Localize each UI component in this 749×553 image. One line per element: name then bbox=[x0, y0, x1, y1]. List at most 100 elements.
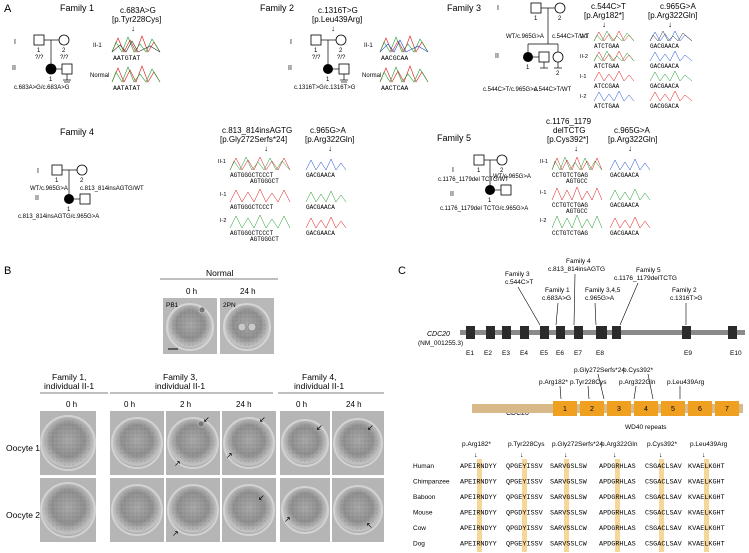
down-arrow-icon: ↓ bbox=[702, 452, 706, 459]
pedigree-female bbox=[58, 34, 70, 46]
micrograph-tile: ↙ bbox=[222, 478, 276, 542]
svg-text:II-2: II-2 bbox=[580, 54, 588, 60]
generation-i-label: I bbox=[14, 39, 16, 46]
aligned-sequence: QPGEYISSV bbox=[506, 463, 544, 471]
svg-text:Family 5: Family 5 bbox=[636, 267, 661, 274]
svg-text:c.965G>A: c.965G>A bbox=[585, 295, 615, 302]
svg-text:2: 2 bbox=[62, 48, 66, 54]
svg-text:c.813_814insAGTG/WT: c.813_814insAGTG/WT bbox=[80, 186, 144, 192]
alignment-column-header: p.Arg182* bbox=[462, 441, 491, 448]
family-4-block: Family 4 c.813_814insAGTG [p.Gly272Serfs… bbox=[18, 126, 354, 243]
exon-e7 bbox=[574, 326, 583, 339]
exon-label: E9 bbox=[684, 350, 692, 357]
micrograph-tile: ↙ ↗ bbox=[166, 411, 220, 475]
svg-text:c.965G>A: c.965G>A bbox=[310, 126, 346, 135]
svg-text:GACGAACA: GACGAACA bbox=[306, 204, 335, 211]
svg-text:c.683A>G: c.683A>G bbox=[542, 295, 571, 302]
exon-label: E1 bbox=[466, 350, 474, 357]
svg-text:WD40 repeats: WD40 repeats bbox=[625, 424, 667, 431]
exon-e8 bbox=[596, 326, 607, 339]
aligned-sequence: SARVGSLSW bbox=[550, 479, 588, 487]
pedigree-female bbox=[552, 51, 564, 63]
exon-label: E10 bbox=[730, 350, 742, 357]
svg-text:2: 2 bbox=[339, 48, 343, 54]
arrow-icon: ↖ bbox=[366, 521, 373, 530]
chromatogram bbox=[111, 35, 161, 83]
svg-text:AATGTAT: AATGTAT bbox=[113, 55, 140, 62]
family-4-title: Family 4 bbox=[60, 127, 94, 137]
aligned-sequence: KVAELKGHT bbox=[688, 510, 725, 518]
wd40-repeat-number: 2 bbox=[590, 406, 594, 413]
exon-label: E3 bbox=[502, 350, 510, 357]
svg-text:c.544C>T/WT: c.544C>T/WT bbox=[534, 87, 572, 93]
aligned-sequence: QPGDYISSV bbox=[506, 510, 544, 518]
svg-text:individual II-1: individual II-1 bbox=[155, 381, 205, 391]
exon-e6 bbox=[556, 326, 565, 339]
aligned-sequence: KVAELKGHT bbox=[688, 525, 725, 533]
svg-text:I-2: I-2 bbox=[540, 218, 546, 224]
exon-e4 bbox=[520, 326, 529, 339]
wd40-repeat-number: 5 bbox=[671, 406, 675, 413]
svg-text:II-1: II-1 bbox=[364, 43, 373, 49]
aligned-sequence: SARVGSLSW bbox=[550, 494, 588, 502]
svg-text:Family 2: Family 2 bbox=[672, 287, 697, 294]
pedigree-male bbox=[338, 63, 350, 75]
svg-text:?/?: ?/? bbox=[35, 55, 44, 61]
svg-text:AGTGGGCTCCCT: AGTGGGCTCCCT bbox=[230, 204, 274, 211]
family-3-traces: II-1 ATCTGAA GACGAACA II-2 ATCTGAA GACGA… bbox=[580, 30, 693, 110]
aligned-sequence: KVAELKGHT bbox=[688, 463, 725, 471]
arrow-icon: ↗ bbox=[172, 529, 179, 538]
pedigree-male bbox=[538, 51, 550, 63]
micrograph-tile bbox=[40, 411, 96, 475]
row-label-oocyte-2: Oocyte 2 bbox=[6, 510, 40, 520]
down-arrow-icon: ↓ bbox=[474, 452, 478, 459]
svg-text:GACGAACA: GACGAACA bbox=[610, 202, 639, 209]
family-1-child-genotype: c.683A>G/c.683A>G bbox=[14, 85, 70, 91]
family-1-block: Family 1 c.683A>G [p.Tyr228Cys] ↓ I II 1… bbox=[12, 3, 161, 92]
wd40-repeat-4 bbox=[634, 401, 658, 416]
svg-text:Family 1: Family 1 bbox=[545, 287, 570, 294]
svg-text:individual II-1: individual II-1 bbox=[44, 381, 94, 391]
svg-text:2: 2 bbox=[500, 168, 504, 174]
aligned-sequence: APEIRNDYY bbox=[460, 463, 497, 471]
exon-label: E6 bbox=[556, 350, 564, 357]
down-arrow-icon: ↓ bbox=[628, 144, 632, 153]
svg-text:c.544C>T/c.965G>A: c.544C>T/c.965G>A bbox=[483, 87, 538, 93]
exon-e5 bbox=[540, 326, 549, 339]
family-3-block: Family 3 c.544C>T [p.Arg182*] ↓ c.965G>A… bbox=[447, 2, 697, 110]
svg-text:c.544C>T/WT: c.544C>T/WT bbox=[552, 34, 590, 40]
svg-text:2: 2 bbox=[556, 71, 560, 77]
svg-text:c.813_814insAGTG: c.813_814insAGTG bbox=[222, 126, 292, 135]
svg-text:AGTGCC: AGTGCC bbox=[566, 178, 588, 185]
svg-text:ATCTGAA: ATCTGAA bbox=[594, 43, 620, 50]
micrograph-normal-0h: PB1 bbox=[163, 298, 217, 354]
aligned-sequence: CSGACLSAV bbox=[645, 541, 683, 549]
alignment-column-header: p.Arg322Gln bbox=[601, 441, 638, 448]
svg-text:1: 1 bbox=[55, 178, 59, 184]
micrograph-tile bbox=[110, 478, 164, 542]
species-name: Human bbox=[413, 463, 434, 470]
svg-text:?/?: ?/? bbox=[337, 55, 346, 61]
svg-text:c.544C>T: c.544C>T bbox=[591, 2, 626, 11]
aligned-sequence: CSGACLSAV bbox=[645, 463, 683, 471]
pedigree-female bbox=[76, 164, 88, 176]
down-arrow-icon: ↓ bbox=[613, 452, 617, 459]
down-arrow-icon: ↓ bbox=[331, 24, 335, 33]
protein-structure: p.Gly272Serfs*24 p.Arg182* p.Tyr228Cys p… bbox=[472, 367, 743, 431]
aligned-sequence: CSGACLSAV bbox=[645, 510, 683, 518]
svg-text:24 h: 24 h bbox=[236, 400, 252, 409]
svg-text:2PN: 2PN bbox=[223, 302, 236, 309]
species-name: Baboon bbox=[413, 494, 436, 501]
down-arrow-icon: ↓ bbox=[668, 20, 672, 29]
family-1-title: Family 1 bbox=[60, 3, 94, 13]
svg-text:(NM_001255.3): (NM_001255.3) bbox=[418, 340, 463, 347]
svg-text:1: 1 bbox=[534, 16, 538, 22]
aligned-sequence: CSGACLSAV bbox=[645, 494, 683, 502]
svg-text:I-1: I-1 bbox=[580, 74, 586, 80]
svg-text:Family 1,: Family 1, bbox=[52, 372, 86, 382]
arrow-icon: ↙ bbox=[367, 423, 374, 432]
aligned-sequence: APEIRNDYY bbox=[460, 541, 497, 549]
svg-text:p.Gly272Serfs*24: p.Gly272Serfs*24 bbox=[574, 367, 625, 374]
micrograph-grid: ↙ ↗ ↙ ↗ ↙ ↙ bbox=[40, 411, 384, 542]
wd40-repeat-number: 1 bbox=[563, 406, 567, 413]
